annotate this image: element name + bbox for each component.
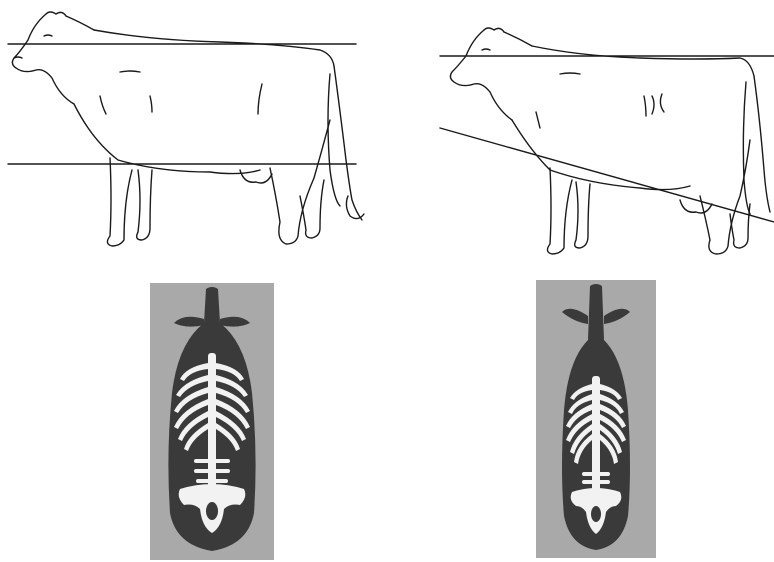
left-xray-image <box>150 283 274 560</box>
right-cow-side-view <box>400 0 774 270</box>
left-cow-side-view <box>0 0 380 260</box>
left-cow-drawing <box>0 0 380 260</box>
right-xray-image <box>536 280 656 558</box>
left-skeleton-xray <box>150 283 274 560</box>
right-slope-reference-line <box>440 128 774 222</box>
right-cow-drawing <box>400 0 774 270</box>
right-skeleton-xray <box>536 280 656 558</box>
